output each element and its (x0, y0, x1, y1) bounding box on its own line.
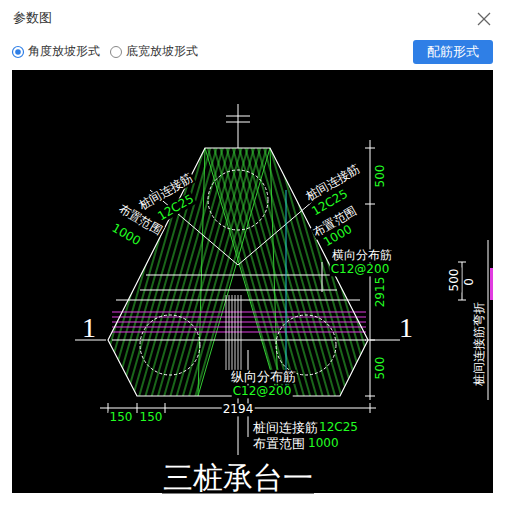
rebar-spec: C12@200 (330, 263, 391, 276)
radio (111, 47, 122, 58)
radio-label: 底宽放坡形式 (125, 45, 199, 58)
section-mark: 1 (398, 313, 414, 344)
rebar-label: 纵向分布筋 (230, 370, 297, 384)
range-value: 1000 (307, 437, 340, 450)
pile (276, 315, 336, 375)
radio-dot (15, 49, 21, 55)
dimension: 500 (448, 268, 461, 293)
dimension: 2915 (374, 276, 387, 309)
dimension: 150 (109, 411, 134, 424)
close-icon (478, 13, 490, 25)
close-icon (478, 13, 490, 25)
drawing-title: 三桩承台一 (162, 461, 314, 494)
bend-bar (490, 268, 493, 300)
radio-label: 角度放坡形式 (27, 45, 101, 58)
rebar-label: 横向分布筋 (331, 249, 393, 262)
pile (140, 315, 200, 375)
rebar-spec: 12C25 (318, 421, 359, 434)
dimension: 2194 (222, 403, 255, 416)
rebar-label: 桩间连接筋弯折 (473, 301, 486, 387)
band-edge (205, 148, 278, 396)
radio-selected (13, 47, 24, 58)
band-edge (198, 148, 205, 396)
rebar-spec: C12@200 (232, 385, 293, 398)
button-text: 配筋形式 (427, 43, 479, 61)
dimension: 500 (374, 356, 387, 381)
pile (208, 170, 268, 230)
side-detail (458, 240, 488, 400)
section-mark: 1 (81, 313, 97, 344)
rebar-lines (75, 104, 400, 455)
range-label: 布置范围 (252, 437, 306, 451)
dimension: 0 (463, 277, 476, 287)
dimension: 150 (139, 411, 164, 424)
rebar-label: 桩间连接筋 (252, 421, 319, 435)
section-line (286, 190, 287, 396)
window-title: 参数图 (12, 11, 53, 25)
canvas (12, 70, 493, 493)
button: 配筋形式 (413, 40, 493, 64)
vertical-bars (225, 295, 243, 370)
dimension: 500 (374, 164, 387, 189)
band-edge (270, 148, 278, 396)
band-edge (198, 148, 270, 396)
